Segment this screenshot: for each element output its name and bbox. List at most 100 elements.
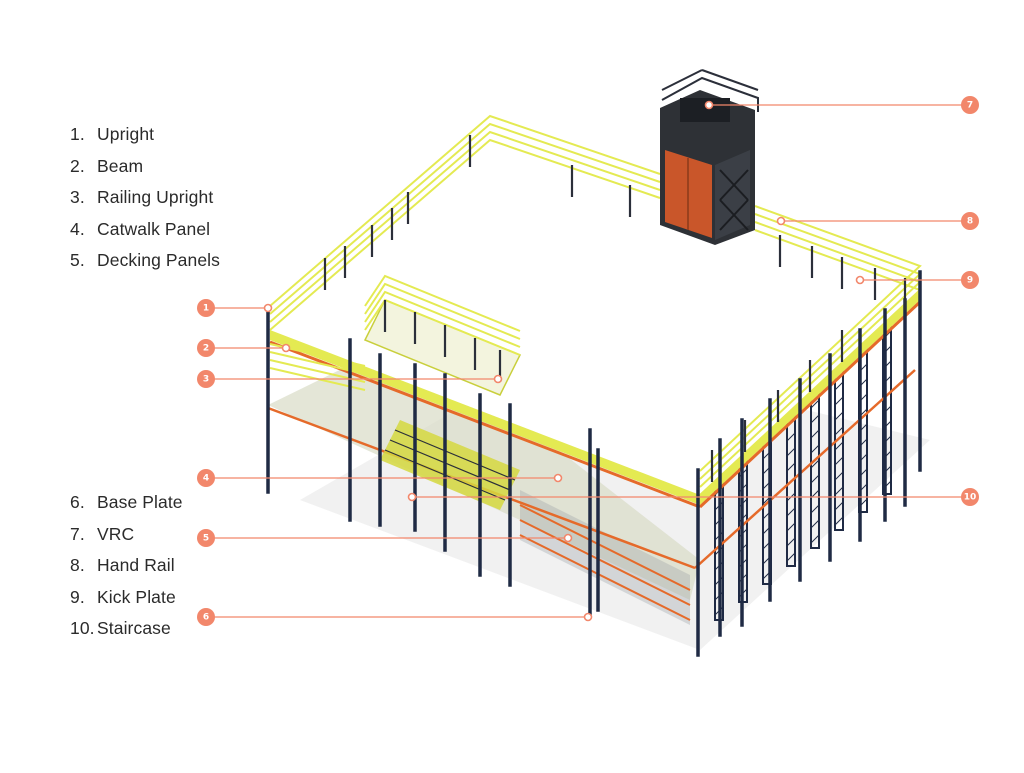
callout-railing-upright: 3 <box>197 370 503 388</box>
rack-brace <box>810 429 820 439</box>
callout-beam: 2 <box>197 339 291 357</box>
legend-top: 1. Upright 2. Beam 3. Railing Upright 4. Catwal… <box>70 124 220 282</box>
rack-brace <box>834 396 844 406</box>
callout-number: 10 <box>964 493 977 503</box>
legend-item: 4. Catwalk Panel <box>70 219 220 251</box>
rack-brace <box>786 507 796 517</box>
rail-back <box>269 130 661 323</box>
callouts: 1 2 3 4 5 6 7 8 9 10 <box>197 96 979 626</box>
rack-brace <box>834 501 844 511</box>
callout-badge <box>961 96 979 114</box>
legend-label: Beam <box>97 155 144 176</box>
railing-uprights <box>323 135 907 482</box>
callout-badge <box>961 271 979 289</box>
legend-number: 10. <box>70 618 95 638</box>
callout-target-dot <box>407 492 417 502</box>
callout-badge <box>197 529 215 547</box>
callout-target-dot <box>704 100 714 110</box>
rack-brace <box>810 444 820 454</box>
callout-badge <box>961 212 979 230</box>
legend-item: 8. Hand Rail <box>70 555 183 587</box>
callout-number: 4 <box>203 474 209 484</box>
callout-upright: 1 <box>197 299 273 317</box>
callout-staircase: 10 <box>407 488 979 506</box>
callout-target-dot <box>583 612 593 622</box>
legend-number: 1. <box>70 124 85 144</box>
callout-number: 3 <box>203 375 209 385</box>
legend-label: VRC <box>97 523 135 544</box>
legend-number: 3. <box>70 187 85 207</box>
callout-number: 6 <box>203 613 209 623</box>
callout-target-dot <box>493 374 503 384</box>
callout-target-dot <box>776 216 786 226</box>
legend-label: Catwalk Panel <box>97 218 211 239</box>
callout-catwalk-panel: 4 <box>197 469 563 487</box>
callout-badge <box>197 370 215 388</box>
rack-brace <box>786 462 796 472</box>
legend-item: 9.Kick Plate <box>70 587 183 619</box>
rack-brace <box>834 381 844 391</box>
callout-decking-panels: 5 <box>197 529 573 547</box>
rack-brace <box>786 537 796 547</box>
rack-brace <box>834 516 844 526</box>
rack-brace <box>834 471 844 481</box>
callout-target-dot <box>855 275 865 285</box>
beam-lower-right <box>694 369 916 569</box>
callout-badge <box>961 488 979 506</box>
callout-number: 9 <box>967 276 973 286</box>
rack-brace <box>786 522 796 532</box>
legend-number: 5. <box>70 250 85 270</box>
rail-catwalk <box>364 274 521 332</box>
callout-hand-rail: 8 <box>776 212 979 230</box>
rack-brace <box>786 432 796 442</box>
legend-number: 9. <box>70 586 85 607</box>
callout-target-dot <box>563 533 573 543</box>
rack-brace <box>834 456 844 466</box>
rail-back <box>269 114 661 307</box>
callout-badge <box>197 608 215 626</box>
legend-number: 4. <box>70 218 85 239</box>
legend-label: Staircase <box>97 618 171 638</box>
callout-number: 7 <box>967 101 973 111</box>
callout-target-dot <box>263 303 273 313</box>
legend-label: Decking Panels <box>97 250 220 270</box>
rack-brace <box>834 486 844 496</box>
callout-number: 1 <box>203 304 209 314</box>
rail-back <box>269 122 661 315</box>
deck-edge-right <box>700 290 920 505</box>
rail-catwalk <box>364 290 521 348</box>
vrc-lift <box>660 69 759 245</box>
legend-item: 2. Beam <box>70 156 220 188</box>
legend-bottom: 6. Base Plate 7. VRC 8. Hand Rail 9.Kick Plate… <box>70 492 183 650</box>
rack-brace <box>834 441 844 451</box>
legend-number: 2. <box>70 155 85 176</box>
legend-item: 1. Upright <box>70 124 220 156</box>
rack-brace <box>810 504 820 514</box>
legend-number: 8. <box>70 555 85 575</box>
legend-label: Upright <box>97 124 155 144</box>
legend-label: Railing Upright <box>97 187 214 207</box>
main-deck <box>270 140 920 495</box>
rack-brace <box>834 426 844 436</box>
rack-brace <box>810 399 820 409</box>
rack-brace <box>810 519 820 529</box>
callout-kick-plate: 9 <box>855 271 979 289</box>
legend-item: 10.Staircase <box>70 618 183 650</box>
callout-vrc: 7 <box>704 96 979 114</box>
legend-number: 7. <box>70 523 85 544</box>
callout-target-dot <box>281 343 291 353</box>
legend-item: 3. Railing Upright <box>70 187 220 219</box>
callout-badge <box>197 299 215 317</box>
legend-label: Hand Rail <box>97 555 175 575</box>
legend-number: 6. <box>70 492 85 512</box>
legend-label: Base Plate <box>97 492 183 512</box>
callout-base-plate: 6 <box>197 608 593 626</box>
callout-number: 2 <box>203 344 209 354</box>
legend-item: 5. Decking Panels <box>70 250 220 282</box>
deck-edge-front <box>270 330 700 505</box>
rail-catwalk <box>364 282 521 340</box>
rack-brace <box>786 552 796 562</box>
legend-item: 6. Base Plate <box>70 492 183 524</box>
